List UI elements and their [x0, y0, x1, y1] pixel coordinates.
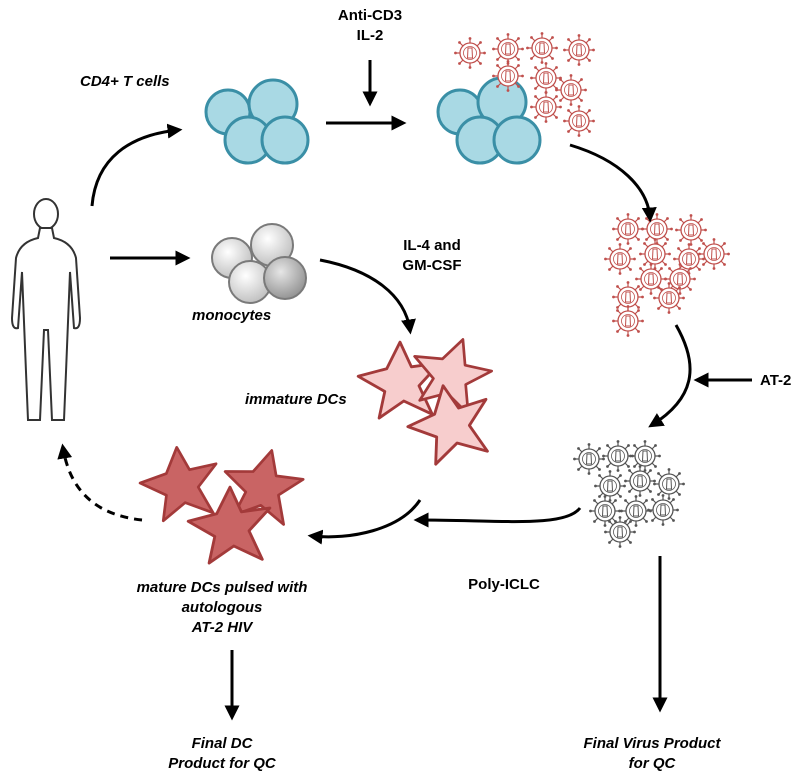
arrows — [57, 60, 752, 721]
label-mature-dcs-line1: mature DCs pulsed with — [137, 579, 308, 596]
mature-dcs-cluster — [135, 438, 310, 565]
monocytes-cluster — [211, 223, 307, 304]
expanded-t-cells-cluster — [436, 76, 542, 165]
label-final-dc-line2: Product for QC — [168, 755, 277, 772]
label-poly-iclc: Poly-ICLC — [468, 576, 540, 593]
label-cd4-t-cells: CD4+ T cells — [80, 73, 170, 90]
label-gm-csf: GM-CSF — [402, 257, 461, 274]
virus-cluster-middle — [603, 212, 731, 338]
label-final-dc-line1: Final DC — [192, 735, 254, 752]
human-figure-icon — [10, 198, 82, 421]
arrow-inactivated-to-idc-path — [413, 506, 582, 528]
arrow-mdc-to-human-dashed — [57, 443, 143, 522]
immature-dcs-cluster — [356, 324, 500, 470]
label-mature-dcs-line2: autologous — [182, 599, 263, 616]
arrow-idc-to-mdc — [307, 499, 422, 545]
label-immature-dcs: immature DCs — [245, 391, 347, 408]
virus-cluster-inactivated — [572, 439, 686, 549]
label-final-virus-line2: for QC — [629, 755, 677, 772]
arrow-virus-to-inactivation — [648, 324, 692, 428]
label-il2: IL-2 — [357, 27, 384, 44]
label-anti-cd3: Anti-CD3 — [338, 7, 402, 24]
arrow-monocytes-to-idc — [319, 258, 416, 335]
label-monocytes: monocytes — [192, 307, 271, 324]
label-il4-and: IL-4 and — [403, 237, 461, 254]
label-final-virus-line1: Final Virus Product — [584, 735, 722, 752]
arrow-human-to-tcells — [90, 123, 183, 207]
cd4-t-cells-cluster — [204, 78, 310, 165]
label-mature-dcs-line3: AT-2 HIV — [191, 619, 255, 636]
label-at2: AT-2 — [760, 372, 791, 389]
arrow-to-virus-harvest — [569, 143, 657, 223]
